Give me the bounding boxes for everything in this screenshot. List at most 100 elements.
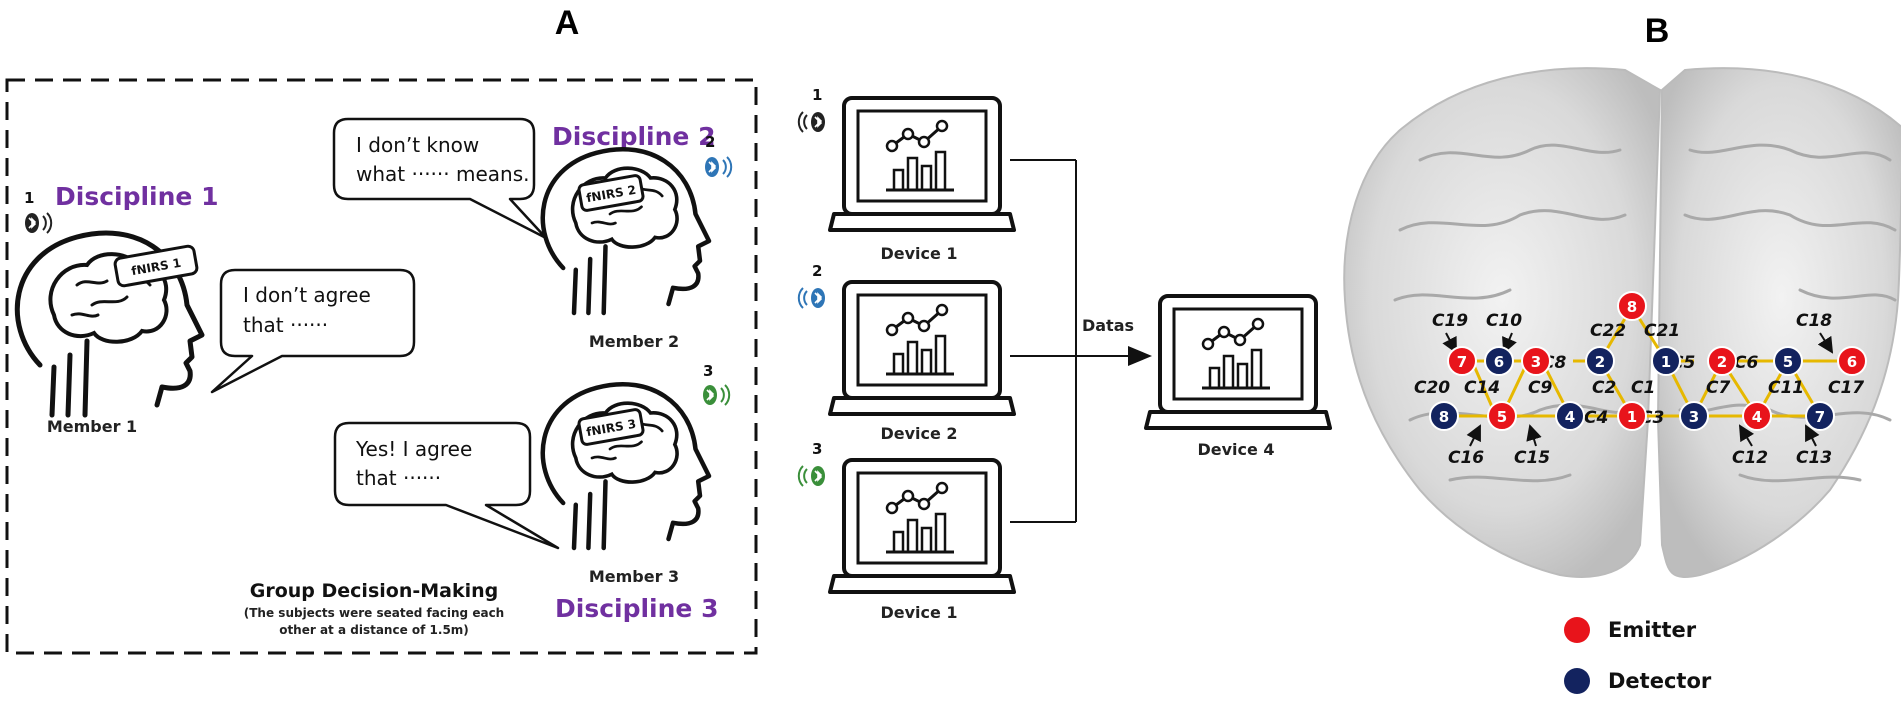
channel-label: C7 (1706, 378, 1730, 398)
device-2: 2 Device 2 (797, 262, 1016, 443)
channel-label: C16 (1448, 448, 1484, 468)
head-profile-icon (543, 149, 709, 313)
channel-label: C12 (1732, 448, 1768, 468)
emitter-1: 1 (1617, 401, 1647, 431)
channel-label: C14 (1464, 378, 1500, 398)
detector-8: 8 (1429, 401, 1459, 431)
channel-label: C20 (1414, 378, 1450, 398)
emitter-8: 8 (1617, 291, 1647, 321)
channel-label: C6 (1734, 353, 1758, 373)
optode-number: 7 (1815, 408, 1825, 426)
member-3-bt-number: 3 (703, 362, 713, 380)
device-2-label: Device 2 (880, 424, 957, 443)
emitter-6: 6 (1837, 346, 1867, 376)
channel-label: C22 (1590, 321, 1626, 341)
head-profile-icon (543, 384, 709, 548)
detector-legend-label: Detector (1608, 669, 1712, 693)
member-2: Discipline 2 2 fNIRS 2 Member 2 (543, 122, 733, 351)
detector-legend-swatch (1564, 668, 1590, 694)
group-frame (5, 78, 758, 655)
channel-label: C13 (1796, 448, 1832, 468)
member-1: 1 Discipline 1 fNIRS 1 Member 1 (17, 182, 218, 436)
datas-label: Datas (1082, 316, 1134, 335)
channel-label: C10 (1486, 311, 1522, 331)
laptop-icon (828, 96, 1016, 232)
channel-label: C21 (1644, 321, 1680, 341)
device-1-label: Device 1 (880, 244, 957, 263)
detector-7: 7 (1805, 401, 1835, 431)
bluetooth-icon (797, 111, 826, 133)
speech-3-line-1: Yes! I agree (355, 437, 472, 461)
emitter-5: 5 (1487, 401, 1517, 431)
panel-b-letter: B (1645, 12, 1670, 50)
laptop-icon (828, 458, 1016, 594)
optode-number: 3 (1689, 408, 1699, 426)
brain-image (1343, 67, 1901, 578)
member-3-label: Member 3 (589, 567, 679, 586)
detector-1: 1 (1651, 346, 1681, 376)
detector-5: 5 (1773, 346, 1803, 376)
optode-number: 7 (1457, 353, 1467, 371)
emitter-7: 7 (1447, 346, 1477, 376)
discipline-2-label: Discipline 2 (552, 122, 715, 151)
device-2-bt-number: 2 (812, 262, 822, 280)
optode-number: 2 (1595, 353, 1605, 371)
fnirs-cap-2: fNIRS 2 (577, 174, 645, 212)
channel-label: C9 (1528, 378, 1552, 398)
optode-number: 6 (1847, 353, 1857, 371)
speech-bubble-member-2: I don’t know what ······ means. (332, 117, 548, 240)
bluetooth-icon (24, 212, 53, 234)
channel-label: C17 (1828, 378, 1864, 398)
group-subtitle-line-2: other at a distance of 1.5m) (279, 623, 469, 637)
device-3-bt-number: 3 (812, 440, 822, 458)
device-1-bt-number: 1 (812, 86, 822, 104)
fnirs-cap-3: fNIRS 3 (577, 408, 645, 446)
bluetooth-icon (702, 384, 731, 406)
optode-number: 6 (1494, 353, 1504, 371)
group-title: Group Decision-Making (250, 580, 498, 602)
speech-1-line-1: I don’t agree (243, 283, 371, 307)
discipline-3-label: Discipline 3 (555, 594, 718, 623)
device-4: Device 4 (1144, 294, 1332, 459)
optode-number: 8 (1439, 408, 1449, 426)
fnirs-cap-1: fNIRS 1 (113, 244, 199, 288)
optodes: 8 7 6 3 2 1 2 5 (1429, 291, 1867, 431)
speech-1-line-2: that ······ (243, 313, 328, 337)
member-2-bt-number: 2 (705, 133, 715, 151)
optode-number: 1 (1661, 353, 1671, 371)
channel-label: C19 (1432, 311, 1468, 331)
channel-label: C4 (1584, 408, 1608, 428)
channel-label: C15 (1514, 448, 1550, 468)
speech-2-line-2: what ······ means. (356, 162, 530, 186)
legend: Emitter Detector (1564, 617, 1712, 694)
channel-label: C1 (1631, 378, 1655, 398)
optode-number: 8 (1627, 298, 1637, 316)
panel-a-letter: A (555, 4, 580, 42)
emitter-3: 3 (1521, 346, 1551, 376)
optode-number: 2 (1717, 353, 1727, 371)
detector-6: 6 (1484, 346, 1514, 376)
channel-labels: C1 C2 C3 C4 C5 C6 C7 C8 C9 C10 C11 C12 C… (1414, 311, 1864, 468)
laptop-icon (828, 280, 1016, 416)
emitter-4: 4 (1742, 401, 1772, 431)
data-connections (1010, 159, 1152, 523)
device-4-label: Device 4 (1197, 440, 1274, 459)
bluetooth-icon (797, 287, 826, 309)
device-3: 3 Device 1 (797, 440, 1016, 622)
laptop-icon (1144, 294, 1332, 430)
optode-number: 3 (1531, 353, 1541, 371)
optode-number: 1 (1627, 408, 1637, 426)
channel-label: C2 (1592, 378, 1616, 398)
member-1-bt-number: 1 (24, 189, 34, 207)
detector-2: 2 (1585, 346, 1615, 376)
bluetooth-icon (797, 465, 826, 487)
member-2-label: Member 2 (589, 332, 679, 351)
speech-2-line-1: I don’t know (356, 133, 479, 157)
detector-4: 4 (1555, 401, 1585, 431)
member-1-label: Member 1 (47, 417, 137, 436)
device-1: 1 Device 1 (797, 86, 1016, 263)
emitter-2: 2 (1707, 346, 1737, 376)
emitter-legend-swatch (1564, 617, 1590, 643)
channel-label: C18 (1796, 311, 1832, 331)
